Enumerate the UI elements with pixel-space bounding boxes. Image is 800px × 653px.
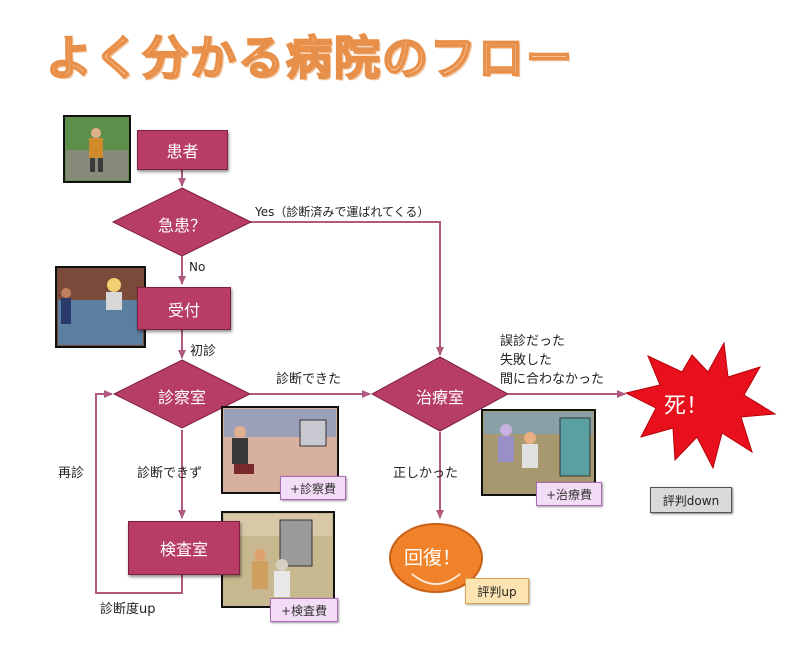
treatment-label: 治療室 xyxy=(415,388,464,407)
exam-cost-tag: +検査費 xyxy=(270,598,338,622)
patient-label: 患者 xyxy=(166,142,199,161)
treatment-cost-tag: +治療費 xyxy=(536,482,602,506)
edge-label-fail-3: 間に合わなかった xyxy=(500,372,605,387)
death-label: 死！ xyxy=(664,394,709,419)
edge-label-fail-1: 誤診だった xyxy=(500,334,566,349)
reception-picture xyxy=(55,266,146,348)
emergency-diamond xyxy=(111,187,253,257)
edge-label-diag-up: 診断度up xyxy=(100,602,156,617)
edge-exam-consult xyxy=(95,390,183,594)
edge-label-diagnosed: 診断できた xyxy=(276,372,342,387)
edge-label-fail-2: 失敗した xyxy=(500,353,553,368)
edge-emergency-treatment xyxy=(250,221,444,356)
edge-label-not-diagnosed: 診断できず xyxy=(137,466,203,481)
edge-label-yes: Yes（診断済みで運ばれてくる） xyxy=(255,205,430,219)
recovery-smile xyxy=(411,573,461,585)
edge-label-no: No xyxy=(189,260,206,274)
treatment-diamond xyxy=(370,356,510,432)
death-burst-shape xyxy=(624,341,777,470)
page-title: よく分かる病院のフロー xyxy=(45,30,574,86)
exam-label: 検査室 xyxy=(159,540,208,559)
recovery-label: 回復！ xyxy=(404,547,462,569)
consult-label: 診察室 xyxy=(157,388,206,407)
edge-label-first-visit: 初診 xyxy=(190,344,217,359)
patient-picture xyxy=(63,115,131,183)
exam-node: 検査室 xyxy=(128,521,240,575)
consult-diamond xyxy=(112,359,252,429)
reputation-up-badge: 評判up xyxy=(465,578,529,604)
treatment-picture xyxy=(481,409,596,496)
consult-cost-tag: +診察費 xyxy=(280,476,346,500)
patient-node: 患者 xyxy=(137,130,228,170)
emergency-label: 急患？ xyxy=(157,216,206,235)
reception-node: 受付 xyxy=(137,287,231,330)
reputation-down-badge: 評判down xyxy=(650,487,732,513)
edge-label-revisit: 再診 xyxy=(58,466,85,481)
exam-picture xyxy=(221,511,335,608)
edge-label-correct: 正しかった xyxy=(393,466,459,481)
reception-label: 受付 xyxy=(167,300,200,320)
